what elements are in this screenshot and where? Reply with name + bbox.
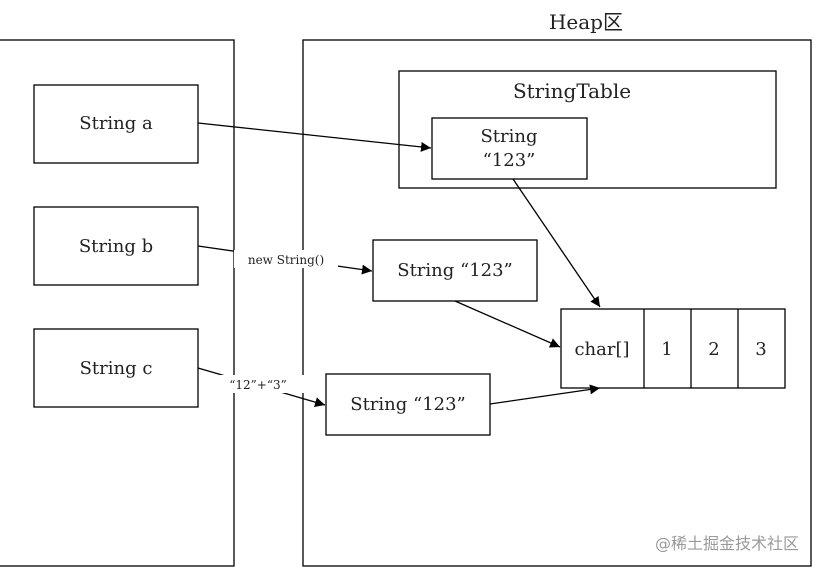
var-b-label: String b: [79, 236, 153, 257]
string-table-label: StringTable: [513, 79, 631, 103]
char-cell-2: 2: [708, 339, 719, 360]
arrow-heap-c-to-char-array: [489, 384, 601, 405]
arrow-a-to-pool: [197, 122, 432, 152]
stack-frame: [0, 39, 235, 567]
char-cell-3: 3: [755, 339, 766, 360]
char-array-label: char[]: [574, 339, 629, 360]
var-b-box: [33, 206, 199, 286]
heap-frame: [302, 39, 812, 567]
heap-string-b-label: String “123”: [397, 260, 513, 281]
char-cell-1: 1: [661, 339, 672, 360]
var-a-label: String a: [79, 113, 153, 134]
heap-string-c-box: [325, 373, 491, 436]
var-c-label: String c: [80, 358, 153, 379]
pool-string-box: [431, 117, 588, 180]
arrow-heap-b-to-char-array: [454, 300, 561, 348]
arrow-pool-to-char-array: [512, 178, 601, 308]
heap-string-c-label: String “123”: [350, 394, 466, 415]
pool-string-line2: “123”: [483, 150, 536, 171]
edge-label-bg: [212, 375, 304, 393]
edge-label-new-string: new String(): [248, 253, 324, 267]
heap-string-b-box: [372, 239, 538, 302]
edge-label-concat: “12”+“3”: [229, 378, 287, 392]
var-c-box: [33, 328, 199, 408]
edge-label-bg: [234, 250, 338, 268]
pool-string-line1: String: [480, 126, 537, 147]
var-a-box: [33, 84, 199, 164]
heap-title: Heap区: [549, 10, 623, 34]
watermark: @稀土掘金技术社区: [655, 534, 799, 553]
char-array-box: [560, 308, 786, 389]
